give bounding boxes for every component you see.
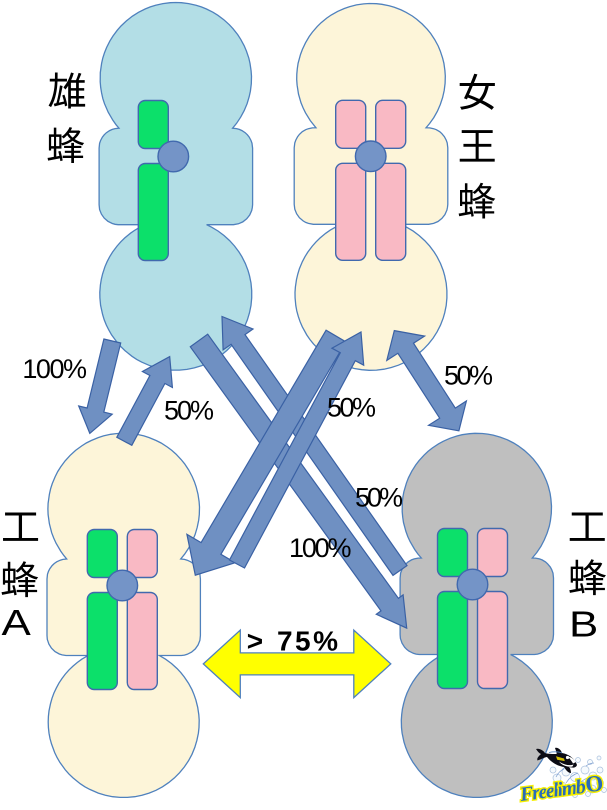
svg-text:B: B: [569, 604, 598, 644]
svg-text:100%: 100%: [22, 354, 87, 384]
svg-text:50%: 50%: [444, 361, 493, 391]
svg-text:75%: 75%: [277, 626, 338, 657]
svg-text:50%: 50%: [327, 393, 376, 423]
svg-text:100%: 100%: [289, 533, 352, 563]
svg-text:50%: 50%: [164, 395, 214, 425]
svg-text:A: A: [2, 603, 32, 643]
svg-text:>: >: [247, 626, 263, 657]
svg-text:O: O: [584, 770, 605, 797]
svg-text:50%: 50%: [355, 483, 403, 513]
